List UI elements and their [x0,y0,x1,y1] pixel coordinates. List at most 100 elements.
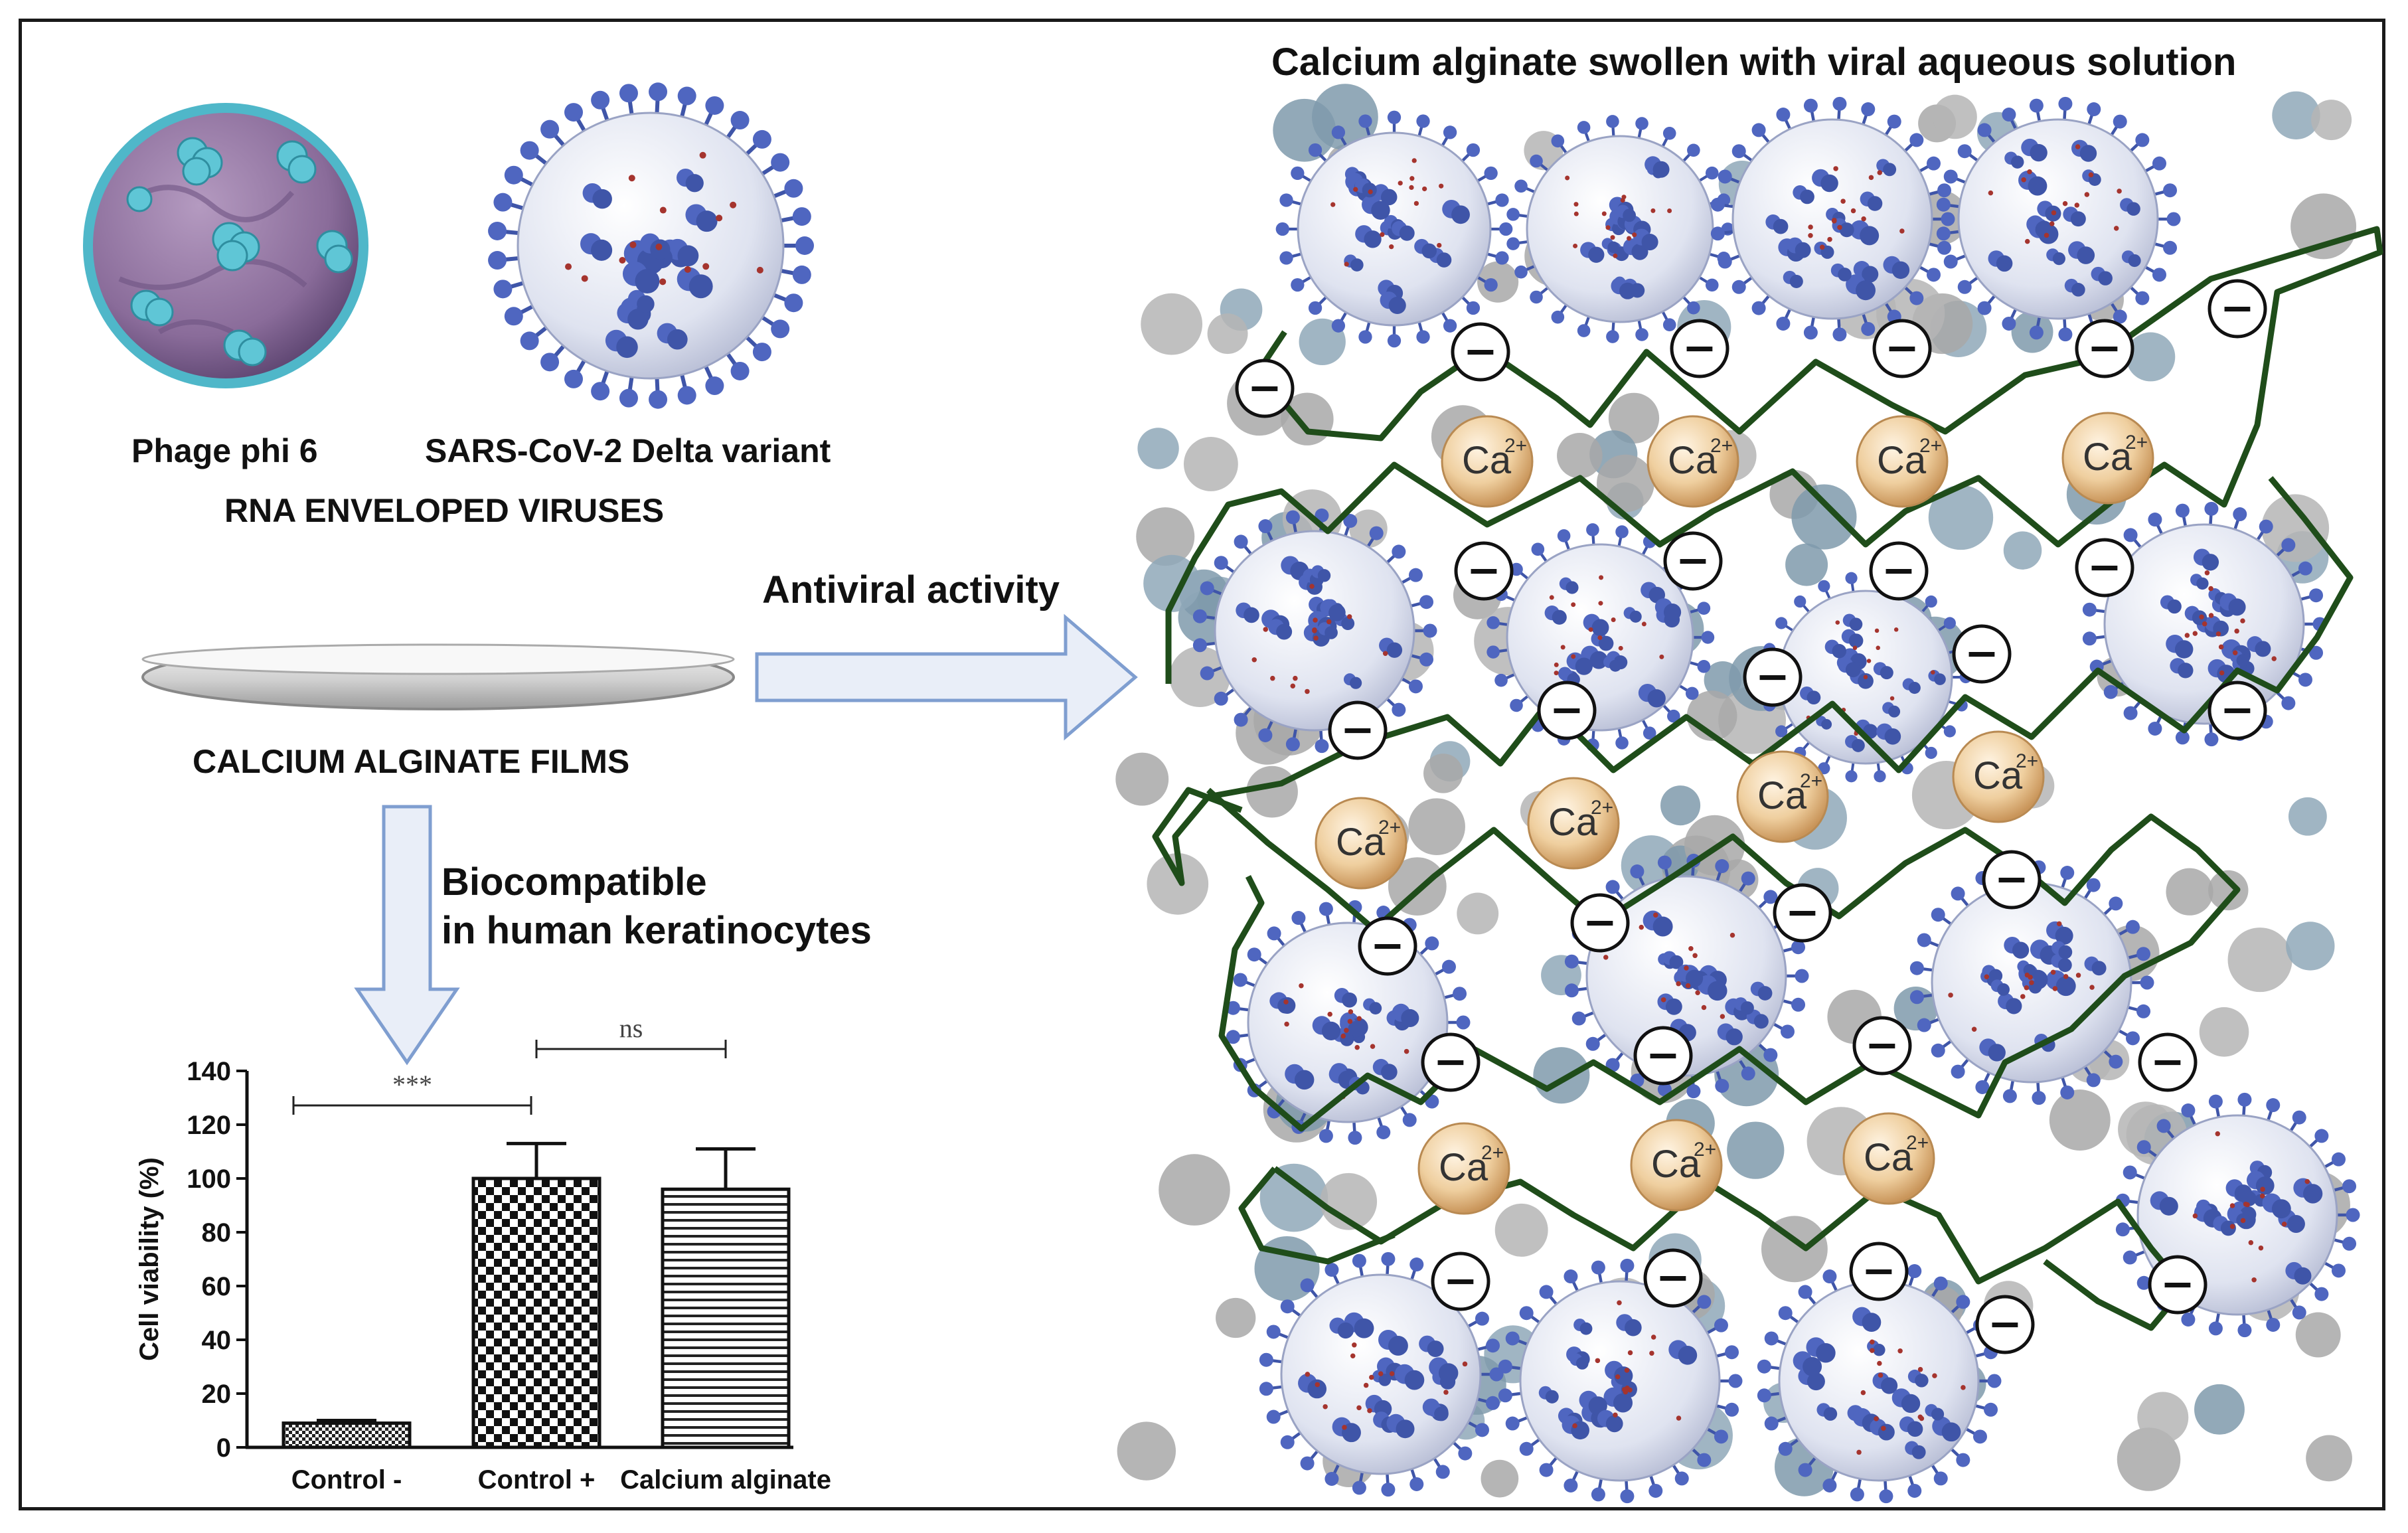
right-panel-title: Calcium alginate swollen with viral aque… [1271,40,2237,84]
alginate-polymer-chain [1165,226,2383,684]
calcium-ion-charge: 2+ [2016,750,2038,772]
y-axis-title: Cell viability (%) [135,1157,164,1361]
negative-charge-symbol: − [1885,323,1919,372]
negative-charge: − [1235,359,1295,418]
water-droplet [1169,646,1230,707]
water-droplet [1423,754,1463,793]
negative-charge: − [2138,1032,2198,1092]
virus-particle [1909,860,2154,1105]
negative-charge: − [1975,1295,2035,1354]
negative-charge-symbol: − [1370,921,1405,969]
water-droplet [1761,1216,1828,1283]
x-tick-label: Control - [291,1465,402,1494]
water-droplet [1408,798,1465,855]
calcium-ion-charge: 2+ [1694,1139,1716,1161]
water-droplet [1557,432,1603,479]
calcium-ion-label: Ca [1336,821,1386,864]
negative-charge: − [1451,322,1510,382]
calcium-ion-label: Ca [1864,1136,1913,1179]
water-droplet [1933,94,1977,139]
calcium-ion: Ca2+ [1736,750,1829,843]
x-tick-label: Calcium alginate [620,1465,831,1494]
water-droplet [2261,494,2330,562]
calcium-ion: Ca2+ [1527,777,1620,870]
calcium-ion-label: Ca [1668,439,1718,482]
virus-particle [1259,1251,1504,1497]
water-droplet [2199,1007,2249,1057]
negative-charge: − [2075,538,2134,598]
negative-charge-symbol: − [1865,1020,1899,1069]
virus-particle [1192,508,1437,754]
phage-phi6-illustration [83,103,368,388]
calcium-ion-charge: 2+ [1481,1142,1504,1164]
negative-charge-symbol: − [1988,1299,2022,1348]
negative-charge-symbol: − [2087,323,2122,372]
water-droplet [1457,892,1499,935]
water-droplet [1727,1121,1785,1179]
negative-charge-symbol: − [1646,1030,1680,1079]
negative-charge: − [1952,624,2012,684]
negative-charge: − [1663,531,1723,591]
negative-charge-symbol: − [1882,546,1916,594]
water-droplet [1660,785,1701,826]
water-droplet [1481,1459,1519,1498]
water-droplet [2003,531,2042,570]
water-droplet [1928,485,1994,550]
calcium-ion-charge: 2+ [1710,435,1733,457]
negative-charge: − [1982,850,2042,910]
virus-particle [1498,1258,1743,1504]
calcium-ion-label: Ca [1462,439,1512,482]
negative-charge: − [1773,883,1832,943]
negative-charge: − [1454,541,1514,601]
water-droplet [1246,766,1298,818]
negative-charge-symbol: − [1656,1253,1690,1301]
water-droplet [1216,1297,1256,1338]
negative-charge-symbol: − [1682,323,1717,372]
negative-charge: − [1849,1242,1909,1301]
water-droplet [1137,428,1179,469]
bar [471,1176,602,1449]
sars-cov-2-illustration [488,82,814,409]
water-droplet [1477,261,1519,303]
significance-label: ns [619,1013,643,1043]
water-droplet [2227,928,2292,993]
calcium-ion-label: Ca [1877,439,1927,482]
negative-charge-symbol: − [1785,888,1820,936]
negative-charge: − [1537,681,1597,740]
calcium-alginate-film-dish [141,643,735,710]
negative-charge-symbol: − [2160,1259,2195,1308]
water-droplet [2194,1384,2245,1435]
water-droplet [2049,1089,2111,1151]
negative-charge: − [2075,319,2134,378]
calcium-ion-charge: 2+ [2125,432,2148,453]
water-droplet [2306,1435,2352,1482]
water-droplet [2295,1312,2341,1358]
negative-charges: −−−−−−−−−−−−−−−−−−−−−−−−−−−− [1235,279,2267,1354]
water-droplet [1147,852,1209,915]
negative-charge-symbol: − [2087,542,2122,591]
group-label: RNA ENVELOPED VIRUSES [224,492,665,529]
negative-charge: − [1421,1032,1481,1092]
significance-label: *** [392,1070,432,1099]
negative-charge: − [1328,700,1388,760]
negative-charge-symbol: − [1583,898,1617,946]
negative-charge-symbol: − [1994,854,2029,903]
calcium-ion-charge: 2+ [1378,817,1401,839]
negative-charge-symbol: − [2220,283,2255,332]
negative-charge-symbol: − [1443,1256,1478,1305]
y-tick-label: 100 [187,1165,231,1194]
calcium-ion: Ca2+ [2061,412,2154,505]
negative-charge-symbol: − [1340,705,1375,754]
virus-particle [1226,900,1471,1145]
negative-charge: − [1633,1026,1693,1086]
water-droplet [1136,507,1195,566]
negative-charge: − [1852,1016,1912,1076]
virus-particle [1275,110,1513,348]
virus-particle [1757,1258,2002,1504]
water-droplet [1608,392,1660,444]
y-tick-label: 20 [202,1380,232,1409]
calcium-ion-label: Ca [1757,774,1807,817]
y-tick-label: 140 [187,1057,231,1086]
virus-particle [2082,501,2327,747]
water-droplet [1141,293,1203,355]
